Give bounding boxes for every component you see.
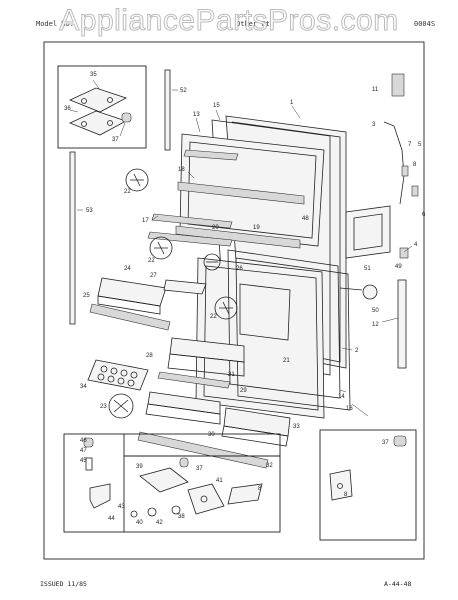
handle-bracket-3: [383, 121, 405, 205]
callout-50: 50: [372, 308, 379, 314]
callout-8-b: 8: [258, 486, 262, 492]
egg-tray-34: [87, 359, 149, 391]
callout-4: 4: [414, 242, 418, 248]
callout-35: 35: [90, 72, 97, 78]
callout-48: 48: [302, 216, 309, 222]
bin-29: [157, 371, 231, 389]
shelf-18: [183, 149, 239, 161]
callout-42: 42: [156, 520, 163, 526]
callout-46: 46: [80, 438, 87, 444]
part-6: [411, 185, 419, 197]
callout-6: 6: [422, 212, 426, 218]
callout-8-c: 8: [344, 492, 348, 498]
bin-28: [167, 337, 245, 377]
hinge-inset-bottom: [63, 433, 281, 533]
callout-26: 26: [236, 266, 243, 272]
callout-51: 51: [364, 266, 371, 272]
callout-43: 43: [118, 504, 125, 510]
callout-44: 44: [108, 516, 115, 522]
trim-12: [397, 279, 407, 369]
callout-36: 36: [64, 106, 71, 112]
callout-45: 45: [80, 458, 87, 464]
shelf-17: [151, 213, 233, 229]
callout-1: 1: [290, 100, 294, 106]
callout-37-b: 37: [196, 466, 203, 472]
callout-32: 32: [266, 463, 273, 469]
callout-23: 23: [100, 404, 107, 410]
header-center-label: Other Pt.: [236, 20, 274, 28]
callout-7: 7: [408, 142, 412, 148]
lower-door-liner: [195, 257, 325, 419]
callout-37-c: 37: [382, 440, 389, 446]
detail-circle-22-a: [125, 168, 149, 192]
part-11: [391, 73, 405, 97]
plug-50: [339, 284, 378, 300]
callout-18: 18: [178, 167, 185, 173]
callout-11: 11: [372, 87, 379, 93]
detail-circle-23: [108, 393, 134, 419]
shelf-20: [147, 231, 233, 247]
callout-13: 13: [193, 112, 200, 118]
callout-15: 15: [213, 103, 220, 109]
callout-41: 41: [216, 478, 223, 484]
rail-32: [137, 431, 269, 469]
lower-door-gasket: [227, 249, 341, 399]
rail-25: [89, 303, 171, 331]
callout-33: 33: [293, 424, 300, 430]
callout-17: 17: [142, 218, 149, 224]
header-model-label: Model No.: [36, 20, 74, 28]
bin-30: [145, 391, 221, 425]
callout-12: 12: [372, 322, 379, 328]
detail-circle-26: [203, 253, 221, 271]
callout-22-a: 22: [124, 189, 131, 195]
callout-14: 14: [338, 394, 345, 400]
callout-5: 5: [418, 142, 422, 148]
tray-27: [163, 279, 207, 295]
callout-22-c: 22: [210, 314, 217, 320]
detail-circle-22-b: [149, 236, 173, 260]
upper-door-liner: [175, 133, 325, 249]
hinge-inset-top: [57, 65, 147, 149]
callout-22-b: 22: [148, 258, 155, 264]
callout-34: 34: [80, 384, 87, 390]
callout-16: 16: [346, 406, 353, 412]
strip-53: [69, 151, 76, 325]
callout-38: 38: [178, 514, 185, 520]
callout-53: 53: [86, 208, 93, 214]
callout-20: 20: [212, 225, 219, 231]
bin-24: [97, 277, 167, 315]
handle-51: [345, 205, 391, 259]
diagram-frame: [43, 41, 425, 560]
footer-page-code: A-44-48: [384, 580, 411, 588]
callout-37: 37: [112, 137, 119, 143]
callout-24: 24: [124, 266, 131, 272]
callout-3: 3: [372, 122, 376, 128]
header-code: 0004S: [414, 20, 435, 28]
callout-21: 21: [283, 358, 290, 364]
callout-52: 52: [180, 88, 187, 94]
callout-2: 2: [355, 348, 359, 354]
watermark: AppliancePartsPros.com: [59, 4, 399, 38]
callout-40: 40: [136, 520, 143, 526]
callout-19: 19: [253, 225, 260, 231]
part-7: [401, 165, 409, 177]
callout-31: 31: [228, 372, 235, 378]
callout-47: 47: [80, 448, 87, 454]
detail-circle-22-c: [214, 296, 238, 320]
bin-33: [221, 407, 291, 447]
footer-issued: ISSUED 11/85: [40, 580, 87, 588]
callout-8: 8: [413, 162, 417, 168]
strip-52: [164, 69, 171, 151]
callout-30: 30: [208, 432, 215, 438]
part-4: [399, 247, 409, 259]
callout-49: 49: [395, 264, 402, 270]
callout-29: 29: [240, 388, 247, 394]
callout-27: 27: [150, 273, 157, 279]
callout-25: 25: [83, 293, 90, 299]
hinge-inset-right: [319, 429, 417, 541]
callout-28: 28: [146, 353, 153, 359]
callout-39: 39: [136, 464, 143, 470]
